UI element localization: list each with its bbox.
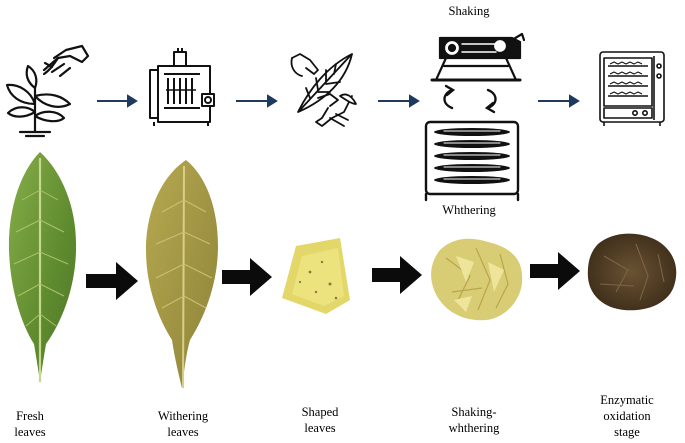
stage-label-enzymatic-line3: stage — [614, 425, 640, 439]
withering-leaf-image — [146, 160, 218, 389]
withering-rack-icon — [424, 120, 520, 202]
stage-label-shaking-line2: whthering — [449, 421, 500, 435]
withering-label: Whthering — [442, 203, 496, 217]
oven-icon — [599, 51, 665, 126]
stage-labels: Fresh leaves Withering leaves Shaped lea… — [14, 393, 654, 439]
fresh-leaf-image — [8, 152, 77, 382]
top-arrows — [97, 94, 580, 108]
withering-machine-icon — [149, 48, 215, 126]
stage-label-withering-line1: Withering — [158, 409, 209, 423]
shaped-leaves-image — [282, 238, 350, 314]
bottom-arrows — [86, 252, 580, 300]
shaking-label: Shaking — [449, 4, 491, 18]
shaking-withering-leaves-image — [431, 238, 523, 321]
stage-label-enzymatic-line1: Enzymatic — [600, 393, 654, 407]
stage-label-fresh-line1: Fresh — [16, 409, 45, 423]
shaking-drum-icon — [430, 32, 526, 82]
stage-label-shaped-line1: Shaped — [302, 405, 340, 419]
stage-label-shaped-line2: leaves — [304, 421, 335, 435]
stage-label-fresh-line2: leaves — [14, 425, 45, 439]
oxidized-leaves-image — [587, 233, 677, 311]
stage-label-enzymatic-line2: oxidation — [603, 409, 651, 423]
hand-plant-icon — [5, 44, 90, 138]
rotation-arrows-icon — [443, 84, 497, 114]
stage-label-withering-line2: leaves — [167, 425, 198, 439]
hand-shaping-leaf-icon — [290, 53, 357, 127]
stage-label-shaking-line1: Shaking- — [451, 405, 496, 419]
